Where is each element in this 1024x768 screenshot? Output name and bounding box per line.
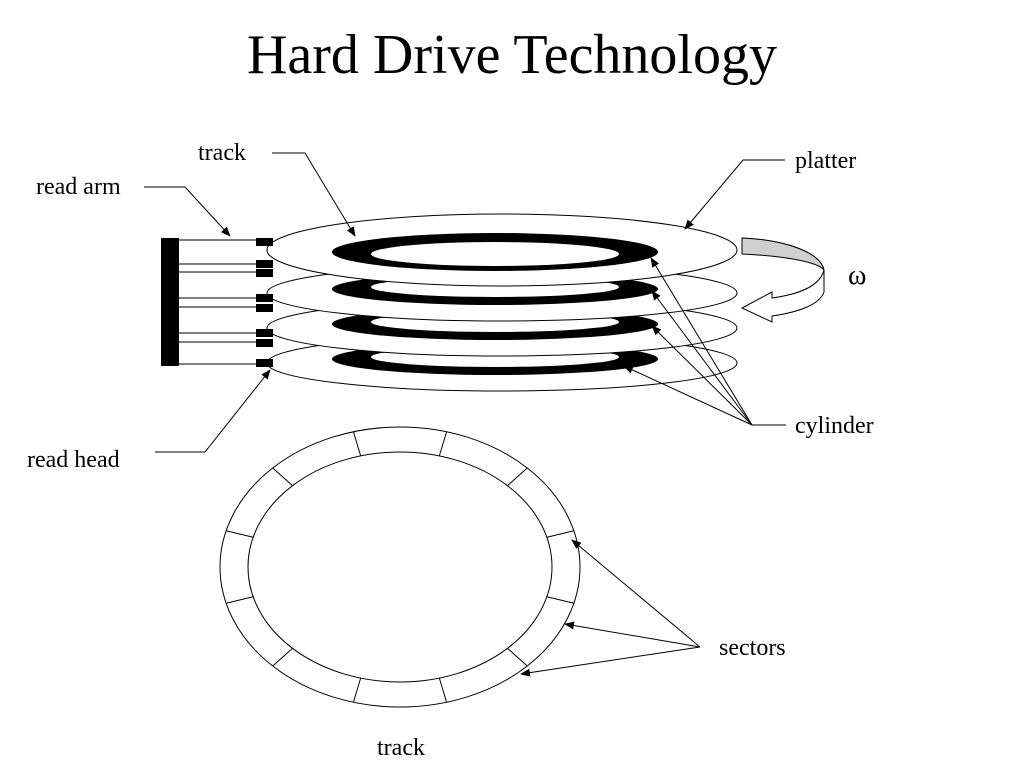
sector-divider: [272, 647, 293, 667]
platter-1: [266, 213, 738, 287]
sector-divider: [226, 530, 254, 538]
slide-title: Hard Drive Technology: [246, 24, 777, 86]
sector-divider: [272, 467, 293, 487]
rotation-arrow: [740, 237, 825, 323]
read-head-7: [256, 339, 273, 347]
read-head-4: [256, 294, 273, 302]
sector-divider: [352, 431, 362, 457]
sector-divider: [546, 596, 574, 604]
track-inner: [247, 451, 553, 683]
read-head-6: [256, 329, 273, 337]
read-head-1: [256, 238, 273, 246]
label-sectors: sectors: [719, 635, 786, 661]
sector-divider: [226, 596, 254, 604]
label-cylinder: cylinder: [795, 413, 874, 439]
read-head-3: [256, 269, 273, 277]
label-track-bottom: track: [377, 735, 425, 761]
leader-lines: [144, 152, 786, 677]
sector-divider: [438, 677, 448, 703]
label-omega: ω: [848, 260, 866, 291]
read-head-5: [256, 304, 273, 312]
sector-dividers: [226, 431, 574, 703]
sector-divider: [352, 677, 362, 703]
label-read-arm: read arm: [36, 174, 121, 200]
sector-divider: [507, 467, 528, 487]
sector-divider: [507, 647, 528, 667]
read-head-2: [256, 260, 273, 268]
sector-divider: [438, 431, 448, 457]
label-track-top: track: [198, 140, 246, 166]
label-platter: platter: [795, 148, 856, 174]
label-read-head: read head: [27, 447, 120, 473]
read-head-8: [256, 359, 273, 367]
read-arm-assembly: [161, 238, 273, 367]
sector-divider: [546, 530, 574, 538]
actuator-bar: [161, 238, 179, 366]
track-diagram: [219, 426, 581, 708]
